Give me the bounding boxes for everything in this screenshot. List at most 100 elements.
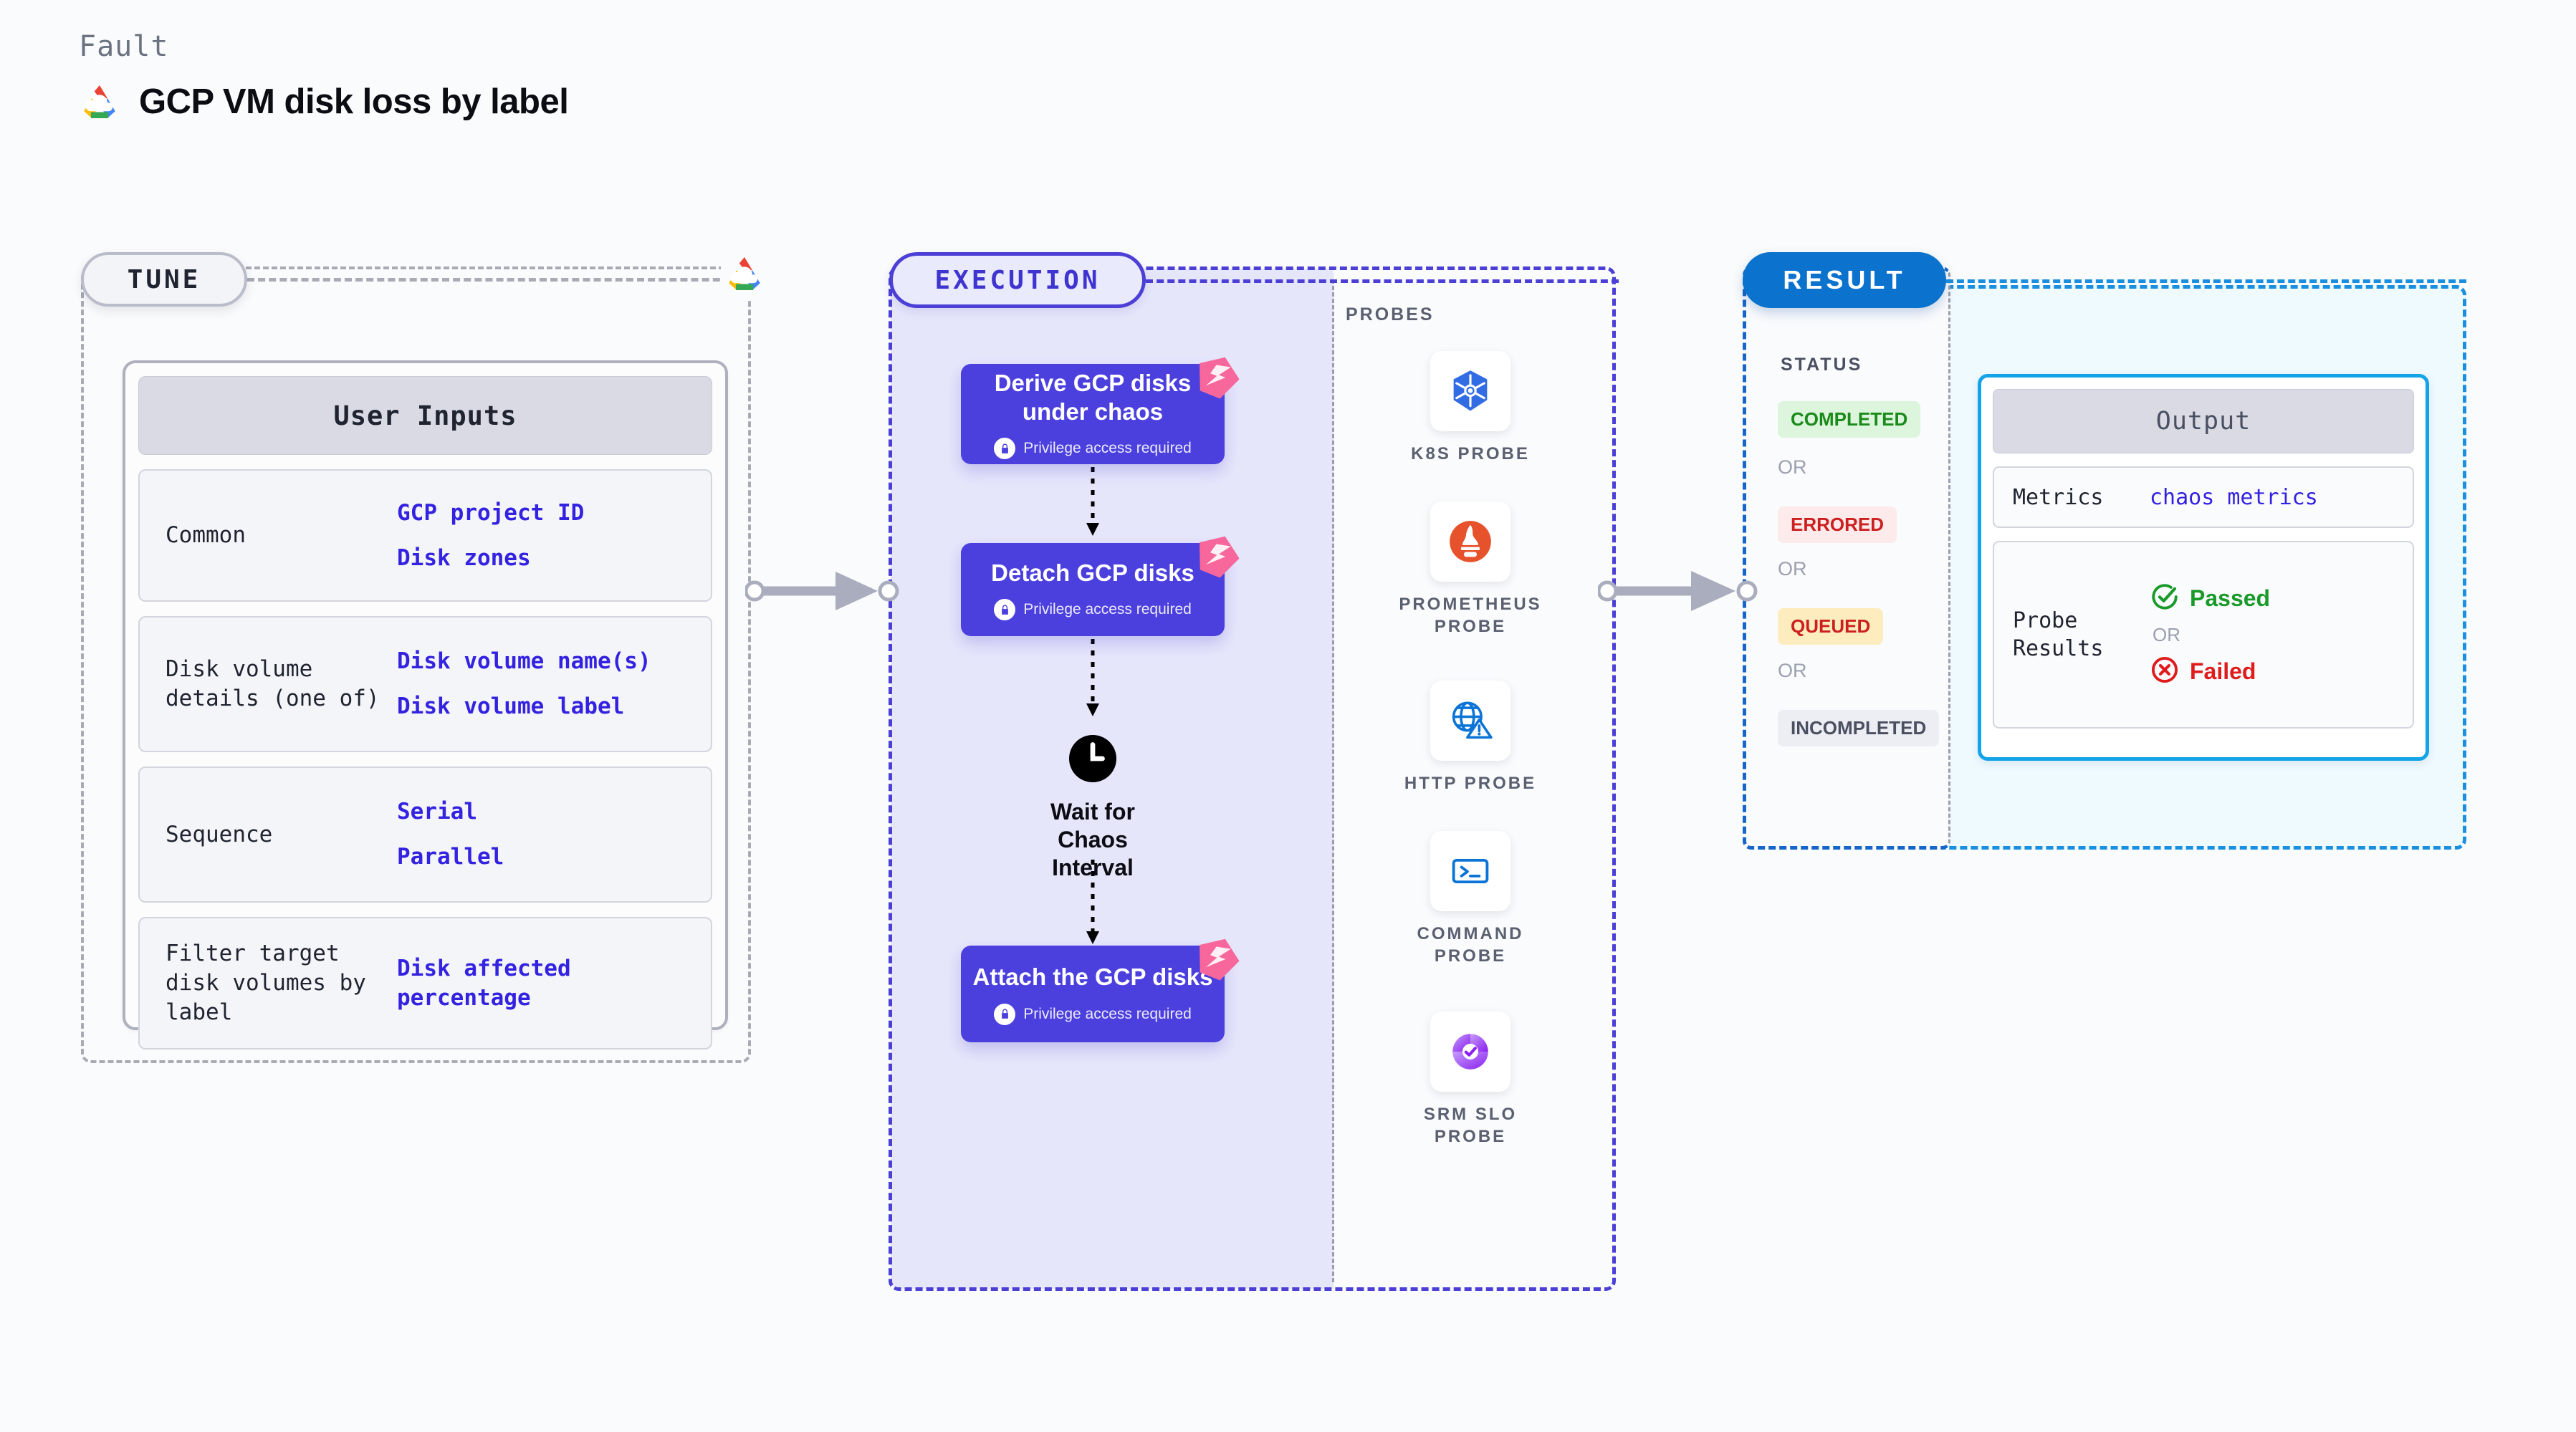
row-key: Sequence: [166, 821, 273, 847]
row-key: Filter target disk volumes by label: [166, 941, 366, 1025]
row-value[interactable]: Parallel: [397, 844, 504, 870]
probes-section-label: PROBES: [1346, 304, 1435, 325]
fault-kicker: Fault: [79, 30, 169, 63]
output-row-metrics: Metrics chaos metrics: [1993, 466, 2414, 528]
flow-arrow: [1086, 639, 1099, 716]
execution-panel: [889, 266, 1616, 1291]
probe-label: HTTP PROBE: [1404, 774, 1537, 793]
connector-execution-to-result: [1598, 571, 1758, 611]
kubernetes-icon: [1430, 351, 1510, 431]
probe-result-failed: Failed: [2150, 655, 2404, 688]
title-row: GCP VM disk loss by label: [79, 82, 569, 122]
user-inputs-card: User Inputs Common GCP project ID Disk z…: [123, 360, 728, 1049]
row-values: Disk volume name(s) Disk volume label: [397, 647, 701, 721]
privilege-note: Privilege access required: [994, 438, 1192, 460]
probe-prometheus[interactable]: PROMETHEUS PROBE: [1392, 501, 1549, 638]
table-row: Sequence Serial Parallel: [138, 767, 712, 903]
tune-pill[interactable]: TUNE: [81, 252, 247, 307]
probe-result-passed: Passed: [2150, 582, 2404, 615]
row-value[interactable]: Serial: [397, 799, 477, 825]
status-badge-completed: COMPLETED: [1778, 401, 1921, 438]
page-title: GCP VM disk loss by label: [139, 82, 569, 121]
row-value[interactable]: Disk affected percentage: [397, 955, 571, 1011]
output-row-probe-results: Probe Results Passed OR: [1993, 541, 2414, 729]
connector-tune-to-execution: [745, 572, 899, 610]
or-separator: OR: [1778, 456, 1807, 478]
row-value[interactable]: Disk zones: [397, 544, 531, 571]
wait-for-chaos-node: Wait for Chaos Interval: [1014, 733, 1172, 882]
row-values: Disk affected percentage: [397, 954, 701, 1013]
privilege-text: Privilege access required: [1023, 440, 1192, 457]
row-value[interactable]: GCP project ID: [397, 499, 585, 526]
user-inputs-title: User Inputs: [333, 400, 517, 431]
probe-label: COMMAND PROBE: [1417, 924, 1524, 966]
lock-icon: [994, 1003, 1016, 1025]
status-badge-queued: QUEUED: [1778, 608, 1884, 645]
row-key: Common: [166, 522, 246, 549]
row-values: Serial Parallel: [397, 797, 701, 872]
probe-srm-slo[interactable]: SRM SLO PROBE: [1392, 1011, 1549, 1148]
privilege-note: Privilege access required: [994, 599, 1192, 621]
row-values: GCP project ID Disk zones: [397, 499, 701, 573]
row-value[interactable]: Disk volume label: [397, 693, 625, 719]
output-row-key: Metrics: [2013, 484, 2104, 510]
flow-arrow: [1086, 467, 1099, 536]
or-separator: OR: [1778, 558, 1807, 580]
privilege-note: Privilege access required: [994, 1003, 1192, 1025]
probes-divider: [1332, 279, 1334, 1282]
execution-node-attach[interactable]: Attach the GCP disks Privilege access re…: [961, 946, 1225, 1042]
output-title: Output: [2155, 407, 2251, 436]
probes-background: [1334, 269, 1614, 1289]
status-badge-text: QUEUED: [1791, 615, 1871, 637]
probe-label: K8S PROBE: [1411, 444, 1530, 463]
table-row: Common GCP project ID Disk zones: [138, 469, 712, 602]
privilege-text: Privilege access required: [1023, 601, 1192, 618]
tune-dashed-connector: [247, 278, 742, 282]
execution-pill[interactable]: EXECUTION: [889, 252, 1146, 308]
row-value[interactable]: Disk volume name(s): [397, 648, 651, 675]
output-card: Output Metrics chaos metrics Probe Resul…: [1978, 374, 2429, 761]
check-circle-icon: [2150, 582, 2180, 615]
output-row-value[interactable]: chaos metrics: [2150, 484, 2318, 510]
status-label: STATUS: [1781, 355, 1863, 375]
execution-dashed-connector: [1146, 279, 1619, 283]
or-separator: OR: [2153, 623, 2180, 645]
srm-slo-icon: [1430, 1011, 1510, 1092]
probe-http[interactable]: HTTP PROBE: [1392, 681, 1549, 794]
or-separator: OR: [1778, 660, 1807, 681]
node-title: Derive GCP disks under chaos: [994, 369, 1192, 425]
probe-command[interactable]: COMMAND PROBE: [1392, 831, 1549, 967]
tune-panel: [81, 266, 751, 1063]
user-inputs-header: User Inputs: [138, 376, 712, 455]
row-key: Disk volume details (one of): [166, 656, 380, 711]
passed-label: Passed: [2190, 585, 2271, 611]
output-row-key: Probe Results: [2013, 608, 2104, 661]
terminal-icon: [1430, 831, 1510, 911]
probe-k8s[interactable]: K8S PROBE: [1392, 351, 1549, 465]
output-header: Output: [1993, 389, 2414, 453]
http-globe-icon: [1430, 681, 1510, 761]
tune-gcp-logo-icon: [721, 252, 768, 299]
execution-node-derive[interactable]: Derive GCP disks under chaos Privilege a…: [961, 364, 1225, 464]
result-pill[interactable]: RESULT: [1743, 252, 1946, 308]
x-circle-icon: [2150, 655, 2180, 688]
status-badge-incompleted: INCOMPLETED: [1778, 710, 1940, 746]
status-badge-text: COMPLETED: [1791, 408, 1908, 430]
status-badge-text: INCOMPLETED: [1791, 717, 1927, 739]
wait-node-label: Wait for Chaos Interval: [1050, 799, 1135, 881]
table-row: Filter target disk volumes by label Disk…: [138, 917, 712, 1049]
probe-result-values: Passed OR Failed: [2150, 582, 2404, 688]
flow-arrow: [1086, 860, 1099, 944]
result-dashed-connector: [1946, 279, 2466, 283]
gcp-logo-icon: [79, 83, 120, 120]
probe-label: PROMETHEUS PROBE: [1399, 595, 1542, 637]
execution-node-detach[interactable]: Detach GCP disks Privilege access requir…: [961, 543, 1225, 636]
page-header: Fault GCP VM disk loss by label: [79, 30, 569, 122]
prometheus-icon: [1430, 501, 1510, 582]
status-badge-text: ERRORED: [1791, 514, 1885, 535]
node-title: Detach GCP disks: [991, 559, 1194, 586]
failed-label: Failed: [2190, 658, 2256, 684]
probe-label: SRM SLO PROBE: [1423, 1105, 1518, 1147]
tune-pill-label: TUNE: [127, 264, 201, 294]
privilege-text: Privilege access required: [1023, 1005, 1192, 1022]
